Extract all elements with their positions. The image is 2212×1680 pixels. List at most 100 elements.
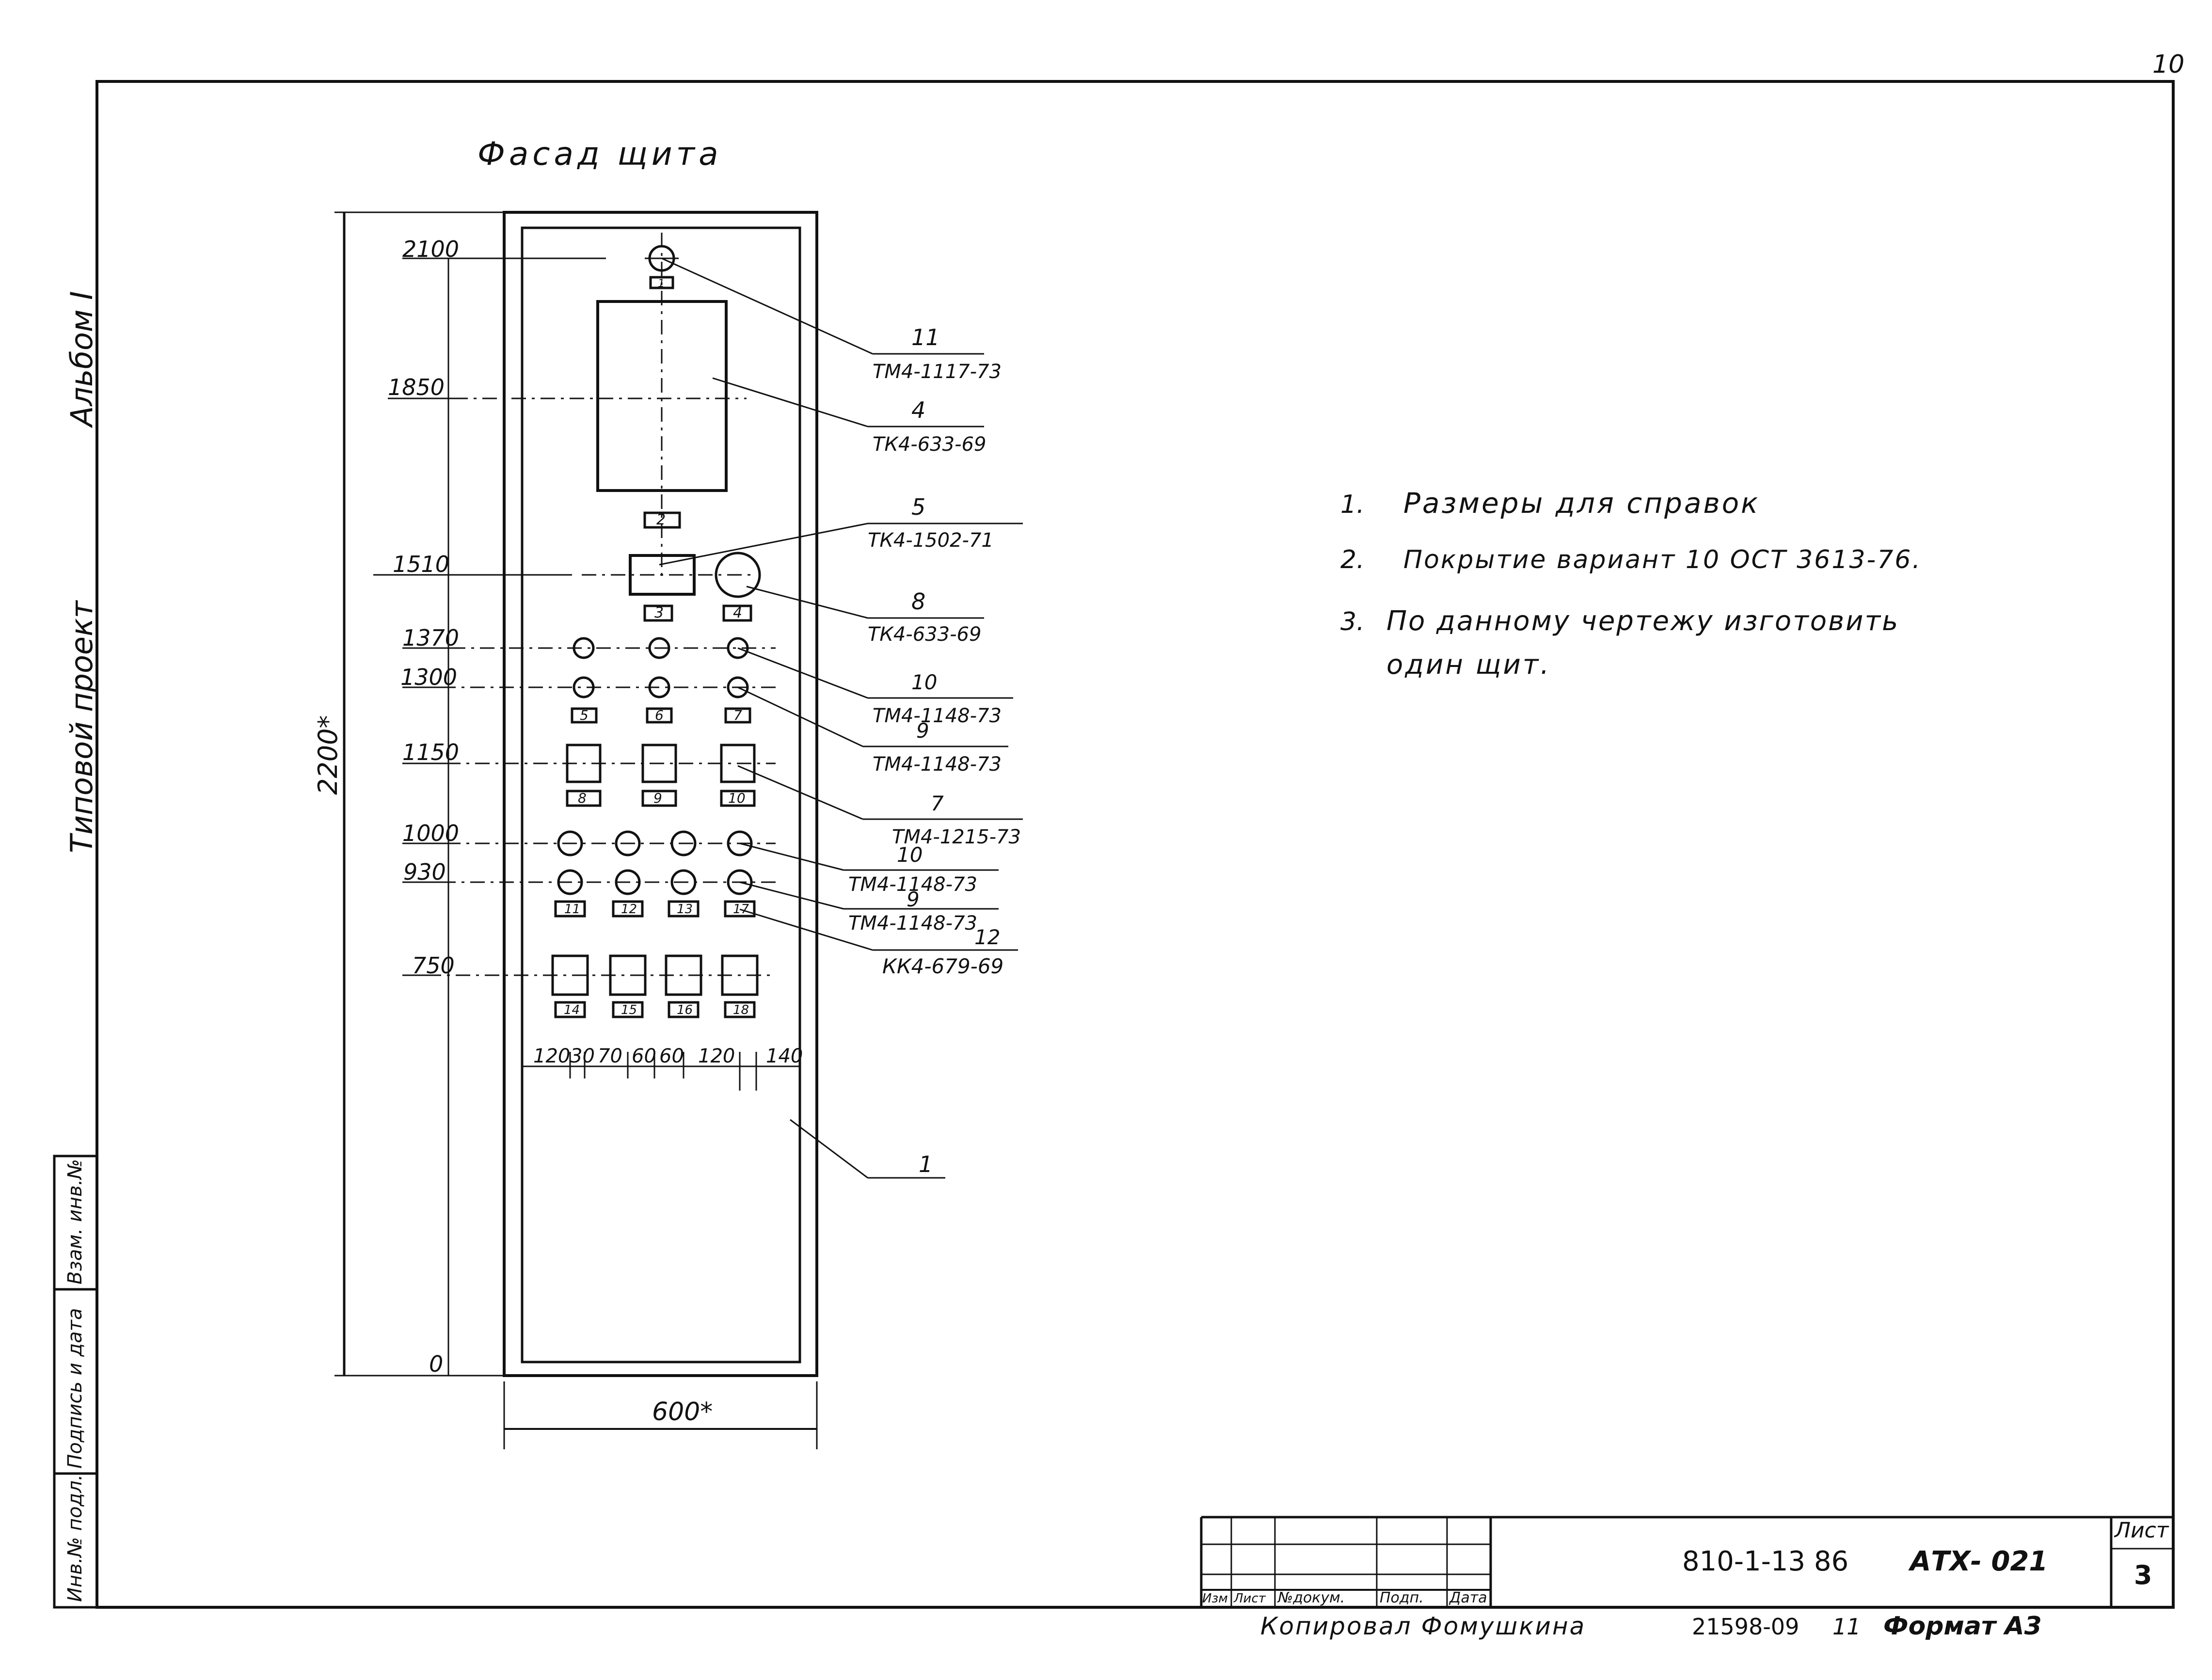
drawing-title: Фасад щита [477, 135, 722, 173]
note-num: 3. [1340, 607, 1365, 636]
stamp-strip-outline [53, 1155, 98, 1609]
device-tag: 18 [733, 1003, 749, 1017]
callout-type: ТМ4-1148-73 [873, 705, 1002, 727]
spacing-label: 30 [570, 1045, 595, 1067]
stamp-replace-inv: Взам. инв.№ [64, 1159, 86, 1284]
spacing-label: 60 [632, 1045, 656, 1067]
spacing-label: 120 [533, 1045, 570, 1067]
device-tag: 12 [621, 902, 637, 917]
stamp-orig-inv: Инв.№ подл. [64, 1474, 86, 1602]
device-tags: 1 2 3 4 5 6 7 8 9 10 11 12 13 17 14 15 1… [564, 278, 749, 1017]
elevation-label: 930 [403, 859, 446, 885]
notes: 1. Размеры для справок 2. Покрытие вариа… [1340, 487, 1922, 681]
tag-plate [722, 604, 752, 622]
leader-lines [659, 257, 1023, 1179]
drawing-frame [95, 80, 2175, 1609]
tag-plate [643, 511, 681, 529]
copied-by: Копировал Фомушкина [1260, 1612, 1586, 1640]
stamp-sign-date: Подпись и дата [64, 1308, 86, 1469]
spacing-label: 120 [698, 1045, 735, 1067]
elevation-label: 0 [429, 1351, 443, 1377]
elevation-label: 1000 [402, 820, 459, 846]
callout-pos: 10 [911, 670, 937, 694]
device-tag: 16 [677, 1003, 693, 1017]
elevation-label: 1510 [393, 551, 449, 577]
spacing-label: 70 [598, 1045, 622, 1067]
width-label: 600* [652, 1397, 713, 1426]
panel-outer [503, 211, 818, 1377]
callout-pos: 10 [897, 843, 923, 867]
callout-pos: 7 [931, 792, 944, 815]
note-num: 2. [1340, 545, 1365, 574]
callout-pos: 12 [974, 925, 1000, 949]
device-tag: 5 [580, 707, 589, 723]
device-tag: 14 [564, 1003, 580, 1017]
elevation-label: 1850 [388, 374, 445, 400]
callout-type: ТМ4-1148-73 [848, 912, 977, 935]
callout-pos: 11 [911, 324, 940, 350]
callout-type: ТК4-633-69 [873, 433, 986, 456]
sheet-number: 3 [2134, 1560, 2152, 1590]
device-tag: 11 [564, 902, 580, 917]
elevation-label: 1370 [402, 625, 459, 651]
note-text: один щит. [1386, 649, 1551, 681]
tb-col-label: Дата [1448, 1589, 1487, 1606]
note-num: 1. [1340, 490, 1365, 519]
device-tag: 7 [733, 707, 742, 723]
elevation-dimensions [334, 211, 818, 1449]
indicator-circle [715, 552, 761, 598]
callout-type: ТМ4-1117-73 [873, 361, 1002, 383]
elevation-label: 1300 [400, 664, 457, 690]
spacing-dims: 120 30 70 60 60 120 140 [533, 1045, 803, 1067]
device-tag: 9 [653, 790, 662, 806]
device-tag: 13 [677, 902, 693, 917]
album-label: Альбом I [64, 291, 99, 428]
callout-pos: 9 [907, 888, 920, 911]
elevation-label: 2100 [402, 236, 459, 262]
device-tag: 10 [728, 790, 746, 806]
device-tag: 6 [655, 707, 664, 723]
order-number: 21598-09 [1692, 1614, 1799, 1640]
sheet-corner-number: 10 [2152, 50, 2184, 79]
callout-type: ТМ4-1148-73 [873, 753, 1002, 776]
tb-col-label: Изм [1202, 1591, 1228, 1606]
callout-pos: 8 [911, 588, 925, 615]
device-tag: 8 [578, 790, 587, 806]
note-text: По данному чертежу изготовить [1386, 605, 1899, 637]
project-type-label: Типовой проект [64, 600, 99, 853]
spacing-label: 140 [766, 1045, 803, 1067]
device-tag: 2 [656, 511, 666, 528]
height-label: 2200* [313, 715, 343, 795]
device-tag: 15 [621, 1003, 637, 1017]
panel-facade [373, 211, 818, 1377]
callout-pos: 5 [911, 494, 925, 520]
callout-type: КК4-679-69 [882, 954, 1003, 978]
spacing-label: 60 [659, 1045, 684, 1067]
callout-type: ТК4-633-69 [868, 623, 981, 646]
note-text: Покрытие вариант 10 ОСТ 3613-76. [1403, 545, 1922, 574]
order-suffix: 11 [1832, 1614, 1861, 1640]
callout-pos: 4 [911, 397, 925, 423]
left-stamp-strip: Взам. инв.№ Подпись и дата Инв.№ подл. [53, 1155, 98, 1609]
callout-type: ТМ4-1215-73 [892, 826, 1021, 848]
device-tag: 4 [733, 604, 742, 621]
format-label: Формат А3 [1883, 1612, 2042, 1641]
callouts: 11 ТМ4-1117-73 4 ТК4-633-69 5 ТК4-1502-7… [848, 324, 1021, 1177]
tb-col-label: Подп. [1380, 1589, 1424, 1606]
indicator-rect [629, 554, 696, 596]
tag-plate [649, 276, 674, 289]
doc-code: 810-1-13 86 [1682, 1546, 1848, 1577]
elevation-labels: 2100 1850 1510 1370 1300 1150 1000 930 7… [388, 236, 459, 1377]
callout-pos: 9 [916, 719, 929, 743]
tag-plate [643, 604, 673, 622]
elevation-label: 750 [412, 952, 455, 979]
tb-col-label: №докум. [1277, 1589, 1345, 1606]
device-tag: 3 [654, 604, 664, 621]
panel-inner [521, 226, 801, 1363]
callout-type: ТК4-1502-71 [868, 529, 994, 552]
title-block: Изм Лист №докум. Подп. Дата 810-1-13 86 … [1200, 1516, 2173, 1641]
elevation-label: 1150 [402, 739, 459, 765]
sheet-label: Лист [2114, 1518, 2169, 1543]
frame-callout: 1 [919, 1151, 933, 1177]
